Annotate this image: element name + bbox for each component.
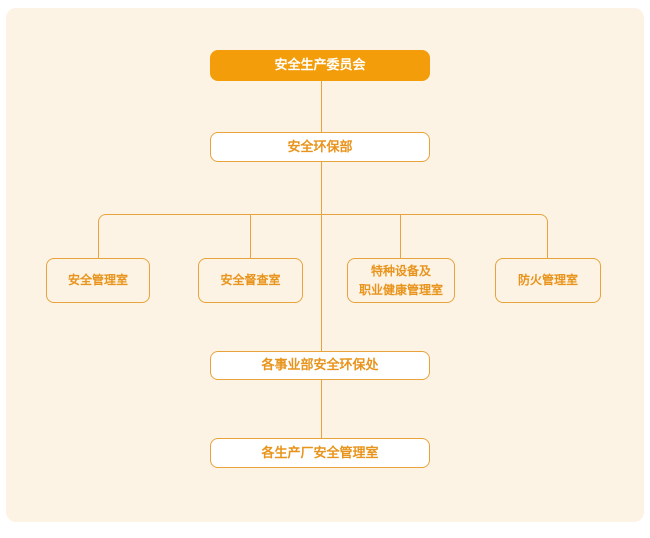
node-safety-management-office: 安全管理室 xyxy=(46,258,150,303)
connector-bus-to-office-2 xyxy=(250,214,251,258)
node-safety-supervision-office: 安全督查室 xyxy=(198,258,303,303)
connector-bus-to-office-3 xyxy=(400,214,401,258)
node-label: 安全环保部 xyxy=(287,138,353,154)
node-label-line-1: 特种设备及 xyxy=(370,263,431,278)
node-label-line-2: 职业健康管理室 xyxy=(358,282,443,297)
node-fire-prevention-office: 防火管理室 xyxy=(495,258,601,303)
connector-root-to-dept xyxy=(321,81,322,132)
node-special-equipment-occupational-health-office: 特种设备及 职业健康管理室 xyxy=(347,258,455,303)
node-label: 安全督查室 xyxy=(220,273,281,288)
node-plant-safety-management-office: 各生产厂安全管理室 xyxy=(210,438,430,468)
node-division-safety-environment-office: 各事业部安全环保处 xyxy=(210,351,430,380)
chart-panel-background xyxy=(6,8,644,522)
node-safety-production-committee: 安全生产委员会 xyxy=(210,50,430,81)
node-label: 各生产厂安全管理室 xyxy=(261,444,379,460)
node-label: 各事业部安全环保处 xyxy=(261,357,379,373)
node-label: 安全生产委员会 xyxy=(274,57,366,73)
connector-bus-offices xyxy=(98,214,548,258)
node-label: 防火管理室 xyxy=(517,273,578,288)
connector-dept-to-division xyxy=(321,162,322,351)
node-safety-environment-dept: 安全环保部 xyxy=(210,132,430,162)
connector-division-to-plant xyxy=(321,380,322,438)
node-label: 安全管理室 xyxy=(67,273,128,288)
